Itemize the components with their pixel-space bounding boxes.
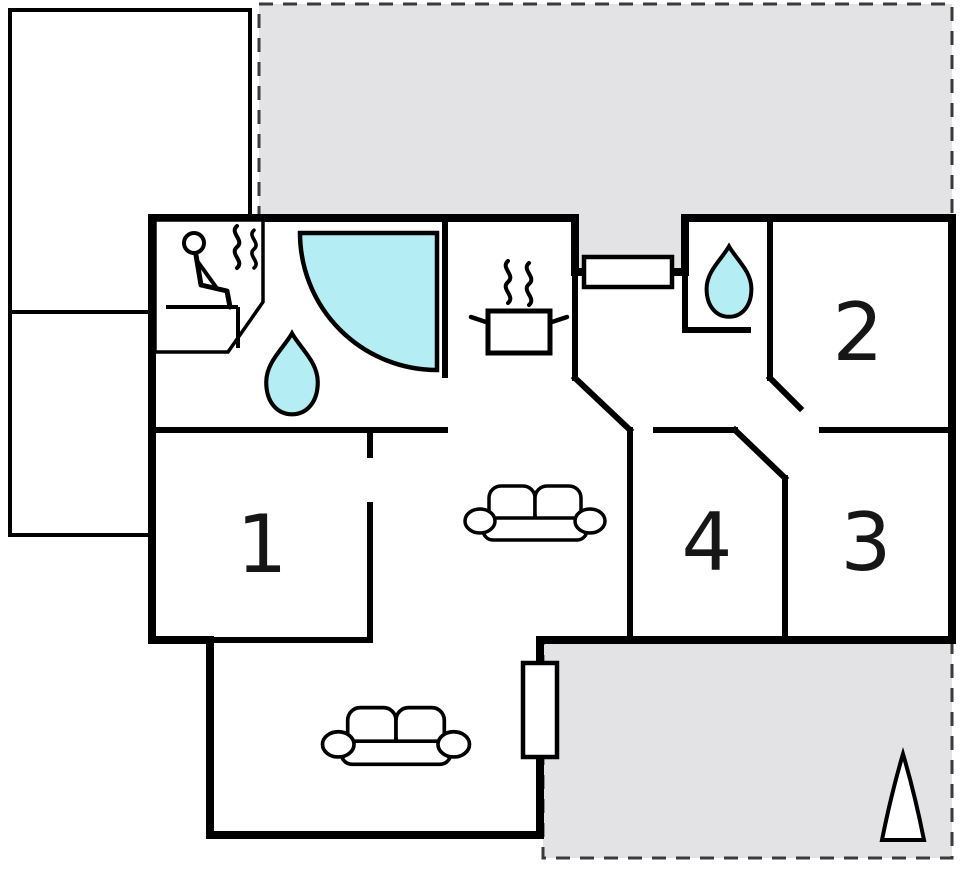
window-icon bbox=[581, 254, 675, 290]
interior-walls bbox=[149, 215, 955, 643]
wall-hall-diagonal bbox=[570, 373, 635, 435]
pot-body bbox=[485, 308, 553, 356]
tree-icon bbox=[879, 746, 927, 842]
shower-icon bbox=[297, 230, 440, 373]
room-2-label: 2 bbox=[833, 286, 884, 379]
wall-room2-diagonal bbox=[765, 373, 805, 413]
room-3-label: 3 bbox=[841, 496, 892, 589]
room-1-label: 1 bbox=[237, 498, 288, 591]
room-4-label: 4 bbox=[682, 496, 733, 589]
person-head bbox=[182, 231, 206, 255]
sauna-person-icon bbox=[153, 218, 265, 354]
person-arm bbox=[196, 260, 218, 289]
sauna-bench bbox=[166, 305, 240, 348]
person-body bbox=[193, 252, 233, 310]
cooking-pot-icon bbox=[468, 259, 570, 356]
window-icon bbox=[520, 660, 560, 760]
wall-room4-diagonal bbox=[730, 425, 790, 483]
